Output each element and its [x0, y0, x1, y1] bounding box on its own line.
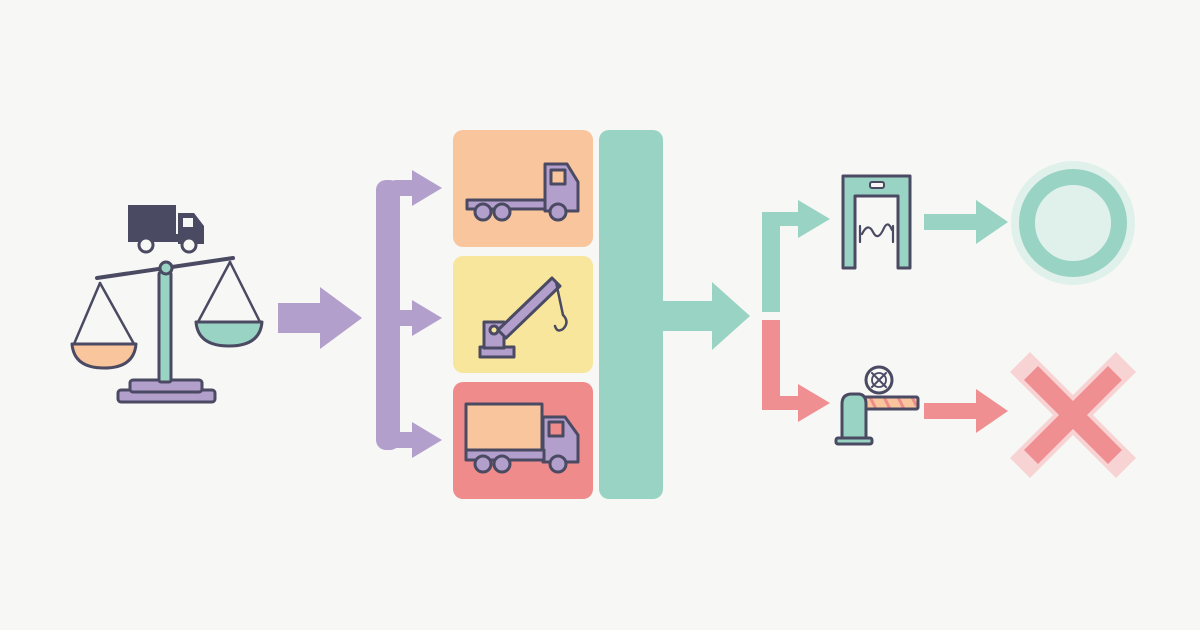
- arrow-to-pass: [924, 200, 1008, 244]
- inspection-merge-bar: [599, 130, 663, 499]
- balance-scale-icon: [70, 256, 264, 404]
- pass-branch: [762, 200, 830, 312]
- truck-icon: [128, 205, 204, 254]
- arrow-to-decision: [663, 282, 750, 350]
- arrow-to-fail: [924, 389, 1008, 433]
- cross-fail-icon: [1010, 352, 1136, 478]
- circle-pass-icon: [1011, 161, 1135, 285]
- scanner-gate-icon: [841, 174, 912, 270]
- classification-splitter: [376, 170, 442, 458]
- fail-branch: [762, 320, 830, 422]
- boom-barrier-icon: [834, 365, 920, 446]
- crane-icon: [478, 276, 568, 359]
- arrow-to-classification: [278, 287, 362, 349]
- box-truck-icon: [464, 402, 580, 474]
- flatbed-truck-icon: [465, 162, 580, 222]
